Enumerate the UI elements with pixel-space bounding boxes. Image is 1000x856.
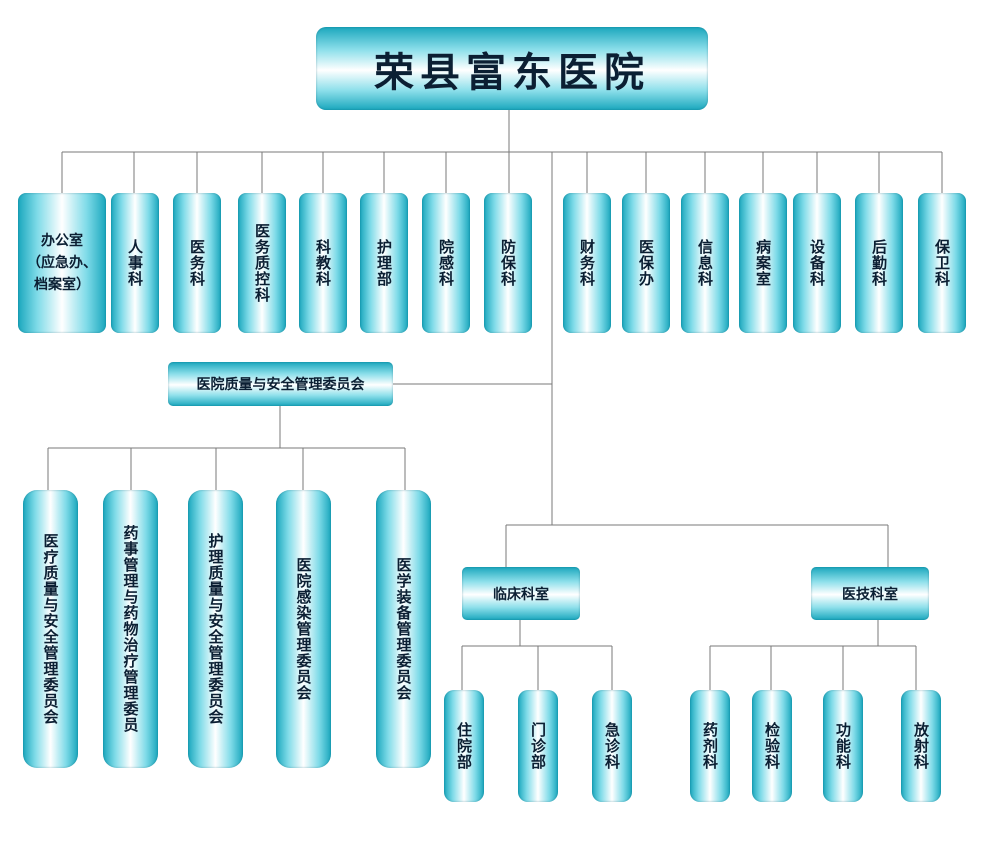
dept-hr: 人事科 (111, 193, 159, 333)
dept-medical-affairs: 医务科 (173, 193, 221, 333)
dept-medical-qc: 医务质控科 (238, 193, 286, 333)
sub-committee-pharmacy: 药事管理与药物治疗管理委员 (103, 490, 158, 768)
clinical-outpatient: 门诊部 (518, 690, 558, 802)
dept-finance: 财务科 (563, 193, 611, 333)
dept-prevention: 防保科 (484, 193, 532, 333)
dept-office: 办公室 （应急办、 档案室） (18, 193, 106, 333)
clinical-inpatient: 住院部 (444, 690, 484, 802)
page-title: 荣县富东医院 (316, 27, 708, 110)
tech-laboratory: 检验科 (752, 690, 792, 802)
dept-records: 病案室 (739, 193, 787, 333)
clinical-emergency: 急诊科 (592, 690, 632, 802)
sub-committee-equipment: 医学装备管理委员会 (376, 490, 431, 768)
dept-education: 科教科 (299, 193, 347, 333)
dept-infection: 院感科 (422, 193, 470, 333)
dept-insurance: 医保办 (622, 193, 670, 333)
tech-radiology: 放射科 (901, 690, 941, 802)
dept-security: 保卫科 (918, 193, 966, 333)
committee-box: 医院质量与安全管理委员会 (168, 362, 393, 406)
clinical-dept-box: 临床科室 (462, 567, 580, 620)
dept-equipment: 设备科 (793, 193, 841, 333)
sub-committee-infection: 医院感染管理委员会 (276, 490, 331, 768)
tech-function: 功能科 (823, 690, 863, 802)
tech-dept-box: 医技科室 (811, 567, 929, 620)
dept-logistics: 后勤科 (855, 193, 903, 333)
tech-pharmacy: 药剂科 (690, 690, 730, 802)
dept-nursing: 护理部 (360, 193, 408, 333)
sub-committee-medical-quality: 医疗质量与安全管理委员会 (23, 490, 78, 768)
dept-info: 信息科 (681, 193, 729, 333)
sub-committee-nursing: 护理质量与安全管理委员会 (188, 490, 243, 768)
